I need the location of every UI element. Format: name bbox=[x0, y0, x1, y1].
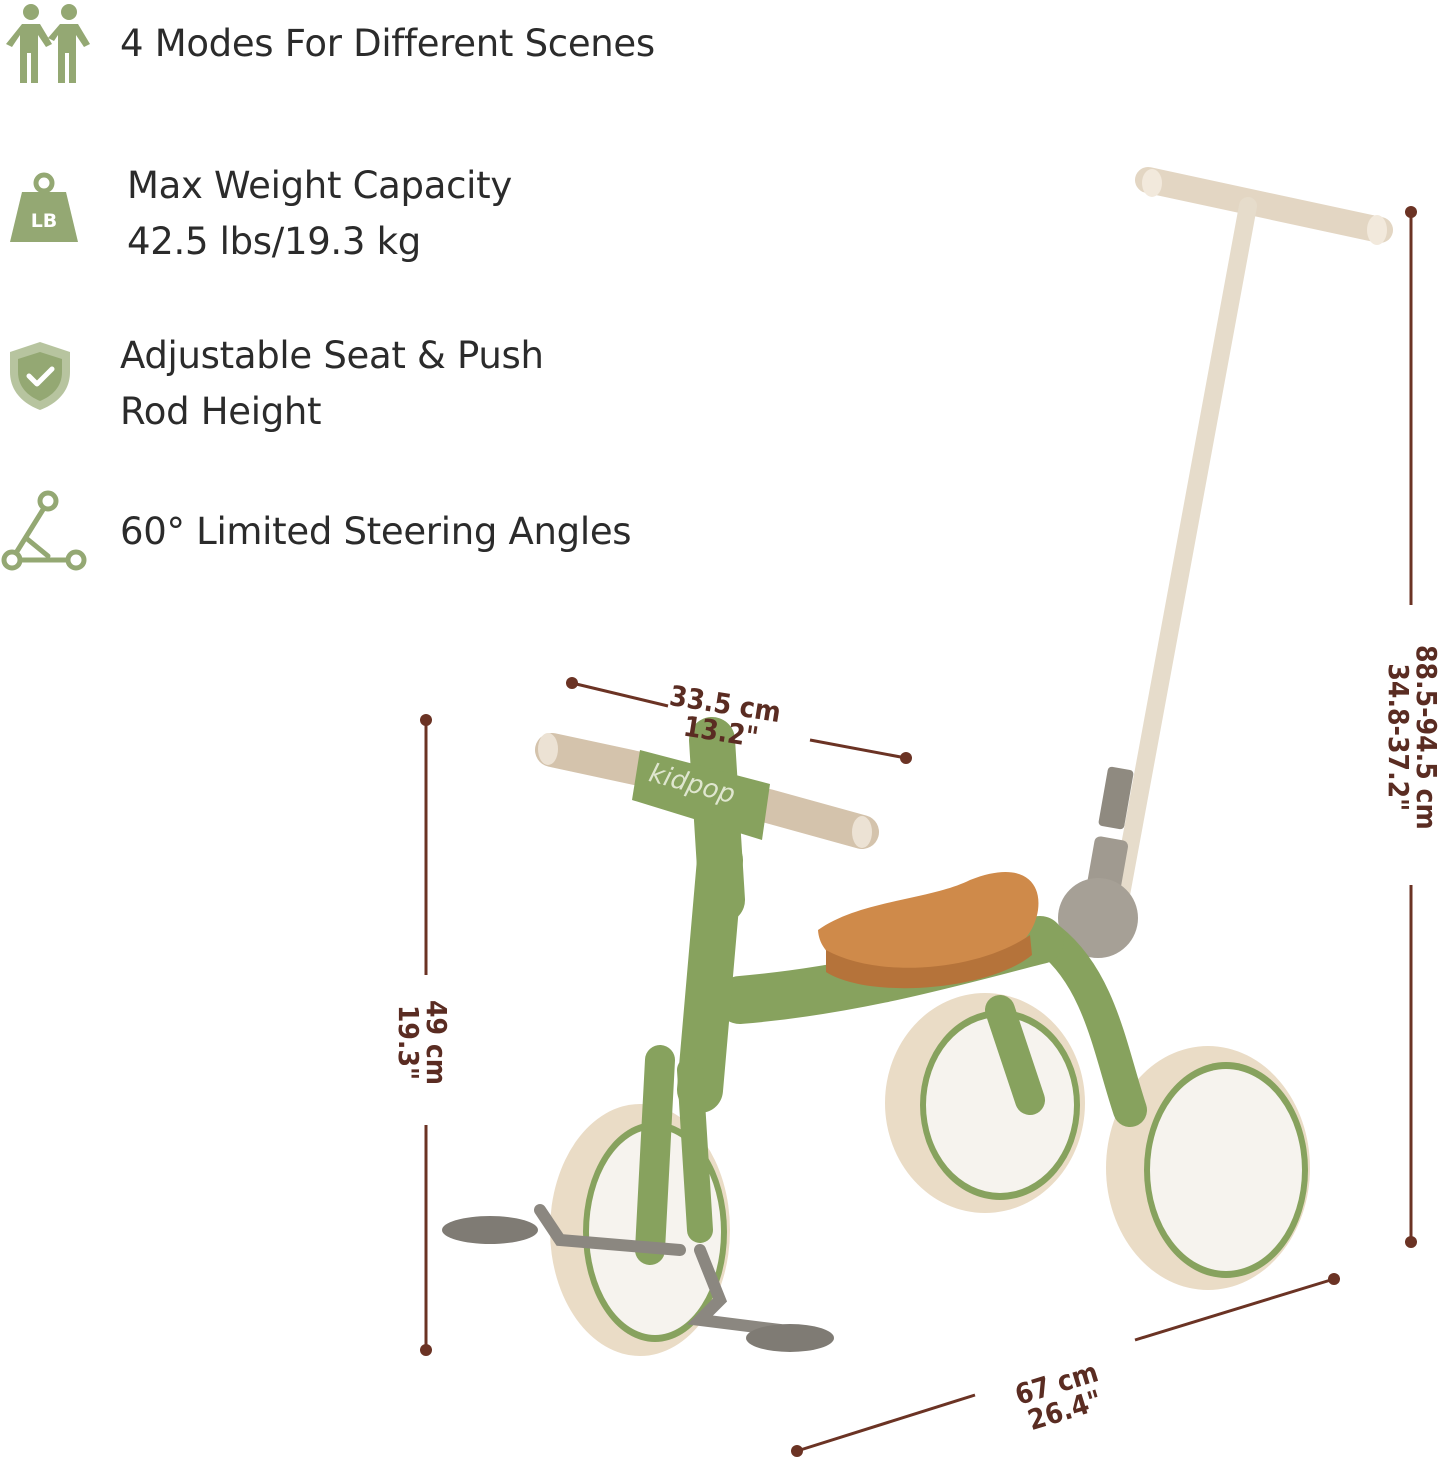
seat bbox=[818, 871, 1039, 989]
total-height-imperial: 34.8-37.2" bbox=[1382, 663, 1415, 812]
rear-wheel-left bbox=[885, 993, 1085, 1213]
rear-wheel-right bbox=[1106, 1046, 1310, 1290]
pedals bbox=[442, 1204, 834, 1352]
feature-adjustable-line1: Adjustable Seat & Push bbox=[120, 334, 544, 377]
weight-icon-label: LB bbox=[31, 210, 58, 232]
steering-angle-icon bbox=[1, 490, 87, 571]
total-height-metric: 88.5-94.5 cm bbox=[1410, 645, 1443, 830]
feature-adjustable-label: Adjustable Seat & Push Rod Height bbox=[120, 328, 544, 440]
seat-height-imperial: 19.3" bbox=[392, 1004, 425, 1081]
feature-adjustable-line2: Rod Height bbox=[120, 390, 322, 433]
feature-steering-label: 60° Limited Steering Angles bbox=[120, 510, 632, 553]
feature-weight-title: Max Weight Capacity bbox=[127, 164, 512, 207]
seat-height-metric: 49 cm bbox=[420, 1000, 453, 1085]
feature-modes-label: 4 Modes For Different Scenes bbox=[120, 22, 655, 65]
total-height-label: 88.5-94.5 cm 34.8-37.2" bbox=[1382, 645, 1443, 830]
people-icon bbox=[6, 4, 90, 83]
shield-check-icon bbox=[10, 342, 70, 410]
feature-weight-label: Max Weight Capacity 42.5 lbs/19.3 kg bbox=[127, 158, 512, 270]
front-wheel bbox=[550, 1045, 730, 1356]
dimension-lines bbox=[420, 206, 1417, 1457]
seat-height-label: 49 cm 19.3" bbox=[392, 1000, 453, 1085]
weight-icon: LB bbox=[10, 172, 78, 242]
push-rod bbox=[1058, 167, 1393, 958]
feature-weight-value: 42.5 lbs/19.3 kg bbox=[127, 220, 421, 263]
